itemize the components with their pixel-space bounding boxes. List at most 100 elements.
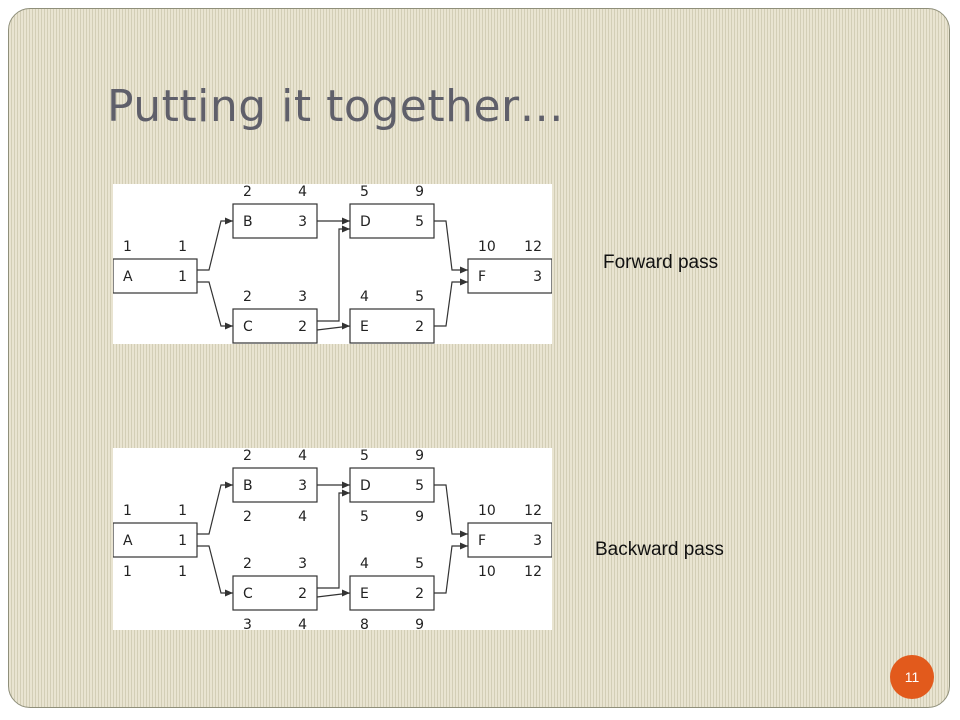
edge-A-C: [197, 281, 233, 327]
node-name: C: [243, 319, 253, 335]
early-finish: 5: [415, 556, 424, 572]
early-start: 4: [360, 556, 369, 572]
node-name: B: [243, 478, 253, 494]
node-name: C: [243, 586, 253, 602]
late-start: 3: [243, 617, 252, 630]
node-duration: 5: [415, 478, 424, 494]
node-duration: 1: [178, 533, 187, 549]
early-start: 2: [243, 556, 252, 572]
edge-A-B: [197, 220, 233, 271]
early-finish: 9: [415, 184, 424, 200]
late-finish: 12: [524, 564, 542, 580]
backward-pass-label: Backward pass: [595, 539, 724, 560]
node-duration: 1: [178, 269, 187, 285]
node-box: [113, 522, 198, 558]
late-start: 2: [243, 509, 252, 525]
node-duration: 3: [298, 478, 307, 494]
node-duration: 2: [298, 319, 307, 335]
activity-node-d: D 5 5 9: [349, 184, 435, 239]
early-start: 10: [478, 503, 496, 519]
early-finish: 5: [415, 289, 424, 305]
node-name: A: [123, 269, 133, 285]
early-start: 10: [478, 239, 496, 255]
node-box: [232, 308, 318, 344]
arrowhead-B-D: [342, 481, 350, 489]
edge-E-F: [434, 545, 468, 594]
late-start: 10: [478, 564, 496, 580]
early-start: 1: [123, 503, 132, 519]
early-finish: 3: [298, 556, 307, 572]
late-finish: 4: [298, 617, 307, 630]
edge-A-C: [197, 545, 233, 594]
node-name: B: [243, 214, 253, 230]
activity-node-e: E 2 4 5 8 9: [349, 556, 435, 630]
node-box: [232, 575, 318, 611]
node-box: [467, 258, 552, 294]
late-start: 8: [360, 617, 369, 630]
slide-title: Putting it together…: [107, 81, 565, 132]
early-finish: 4: [298, 448, 307, 464]
node-duration: 3: [533, 269, 542, 285]
arrowhead-B-D: [342, 217, 350, 225]
node-box: [232, 203, 318, 239]
node-box: [467, 522, 552, 558]
arrowhead-A-C: [225, 589, 233, 597]
node-duration: 3: [298, 214, 307, 230]
edges: [197, 217, 468, 331]
early-finish: 3: [298, 289, 307, 305]
arrowhead-D-F: [460, 530, 468, 538]
edges: [197, 481, 468, 598]
node-duration: 3: [533, 533, 542, 549]
forward-pass-label: Forward pass: [603, 252, 719, 273]
node-box: [349, 467, 435, 503]
activity-node-f: F 3 10 12 10 12: [467, 503, 552, 580]
arrowhead-A-C: [225, 322, 233, 330]
early-finish: 4: [298, 184, 307, 200]
early-start: 2: [243, 184, 252, 200]
arrowhead-A-B: [225, 217, 233, 225]
late-finish: 4: [298, 509, 307, 525]
edge-D-F: [434, 484, 468, 535]
early-start: 1: [123, 239, 132, 255]
node-box: [349, 575, 435, 611]
arrowhead-C-E: [342, 589, 350, 597]
arrowhead-C-D: [342, 225, 350, 233]
page-number-badge: 11: [890, 655, 934, 699]
early-start: 5: [360, 184, 369, 200]
node-name: D: [360, 214, 371, 230]
arrowhead-D-F: [460, 266, 468, 274]
edge-D-F: [434, 220, 468, 271]
node-name: A: [123, 533, 133, 549]
early-finish: 9: [415, 448, 424, 464]
node-name: E: [360, 586, 369, 602]
late-start: 1: [123, 564, 132, 580]
early-finish: 12: [524, 503, 542, 519]
edge-E-F: [434, 281, 468, 327]
early-finish: 1: [178, 239, 187, 255]
edge-C-D: [317, 228, 350, 322]
late-finish: 9: [415, 617, 424, 630]
node-name: F: [478, 533, 486, 549]
node-duration: 5: [415, 214, 424, 230]
arrowhead-E-F: [460, 542, 468, 550]
late-finish: 9: [415, 509, 424, 525]
arrowhead-A-B: [225, 481, 233, 489]
node-name: D: [360, 478, 371, 494]
node-box: [113, 258, 198, 294]
early-finish: 12: [524, 239, 542, 255]
arrowhead-E-F: [460, 278, 468, 286]
node-duration: 2: [415, 586, 424, 602]
late-finish: 1: [178, 564, 187, 580]
early-start: 4: [360, 289, 369, 305]
activity-node-b: B 3 2 4: [232, 184, 318, 239]
